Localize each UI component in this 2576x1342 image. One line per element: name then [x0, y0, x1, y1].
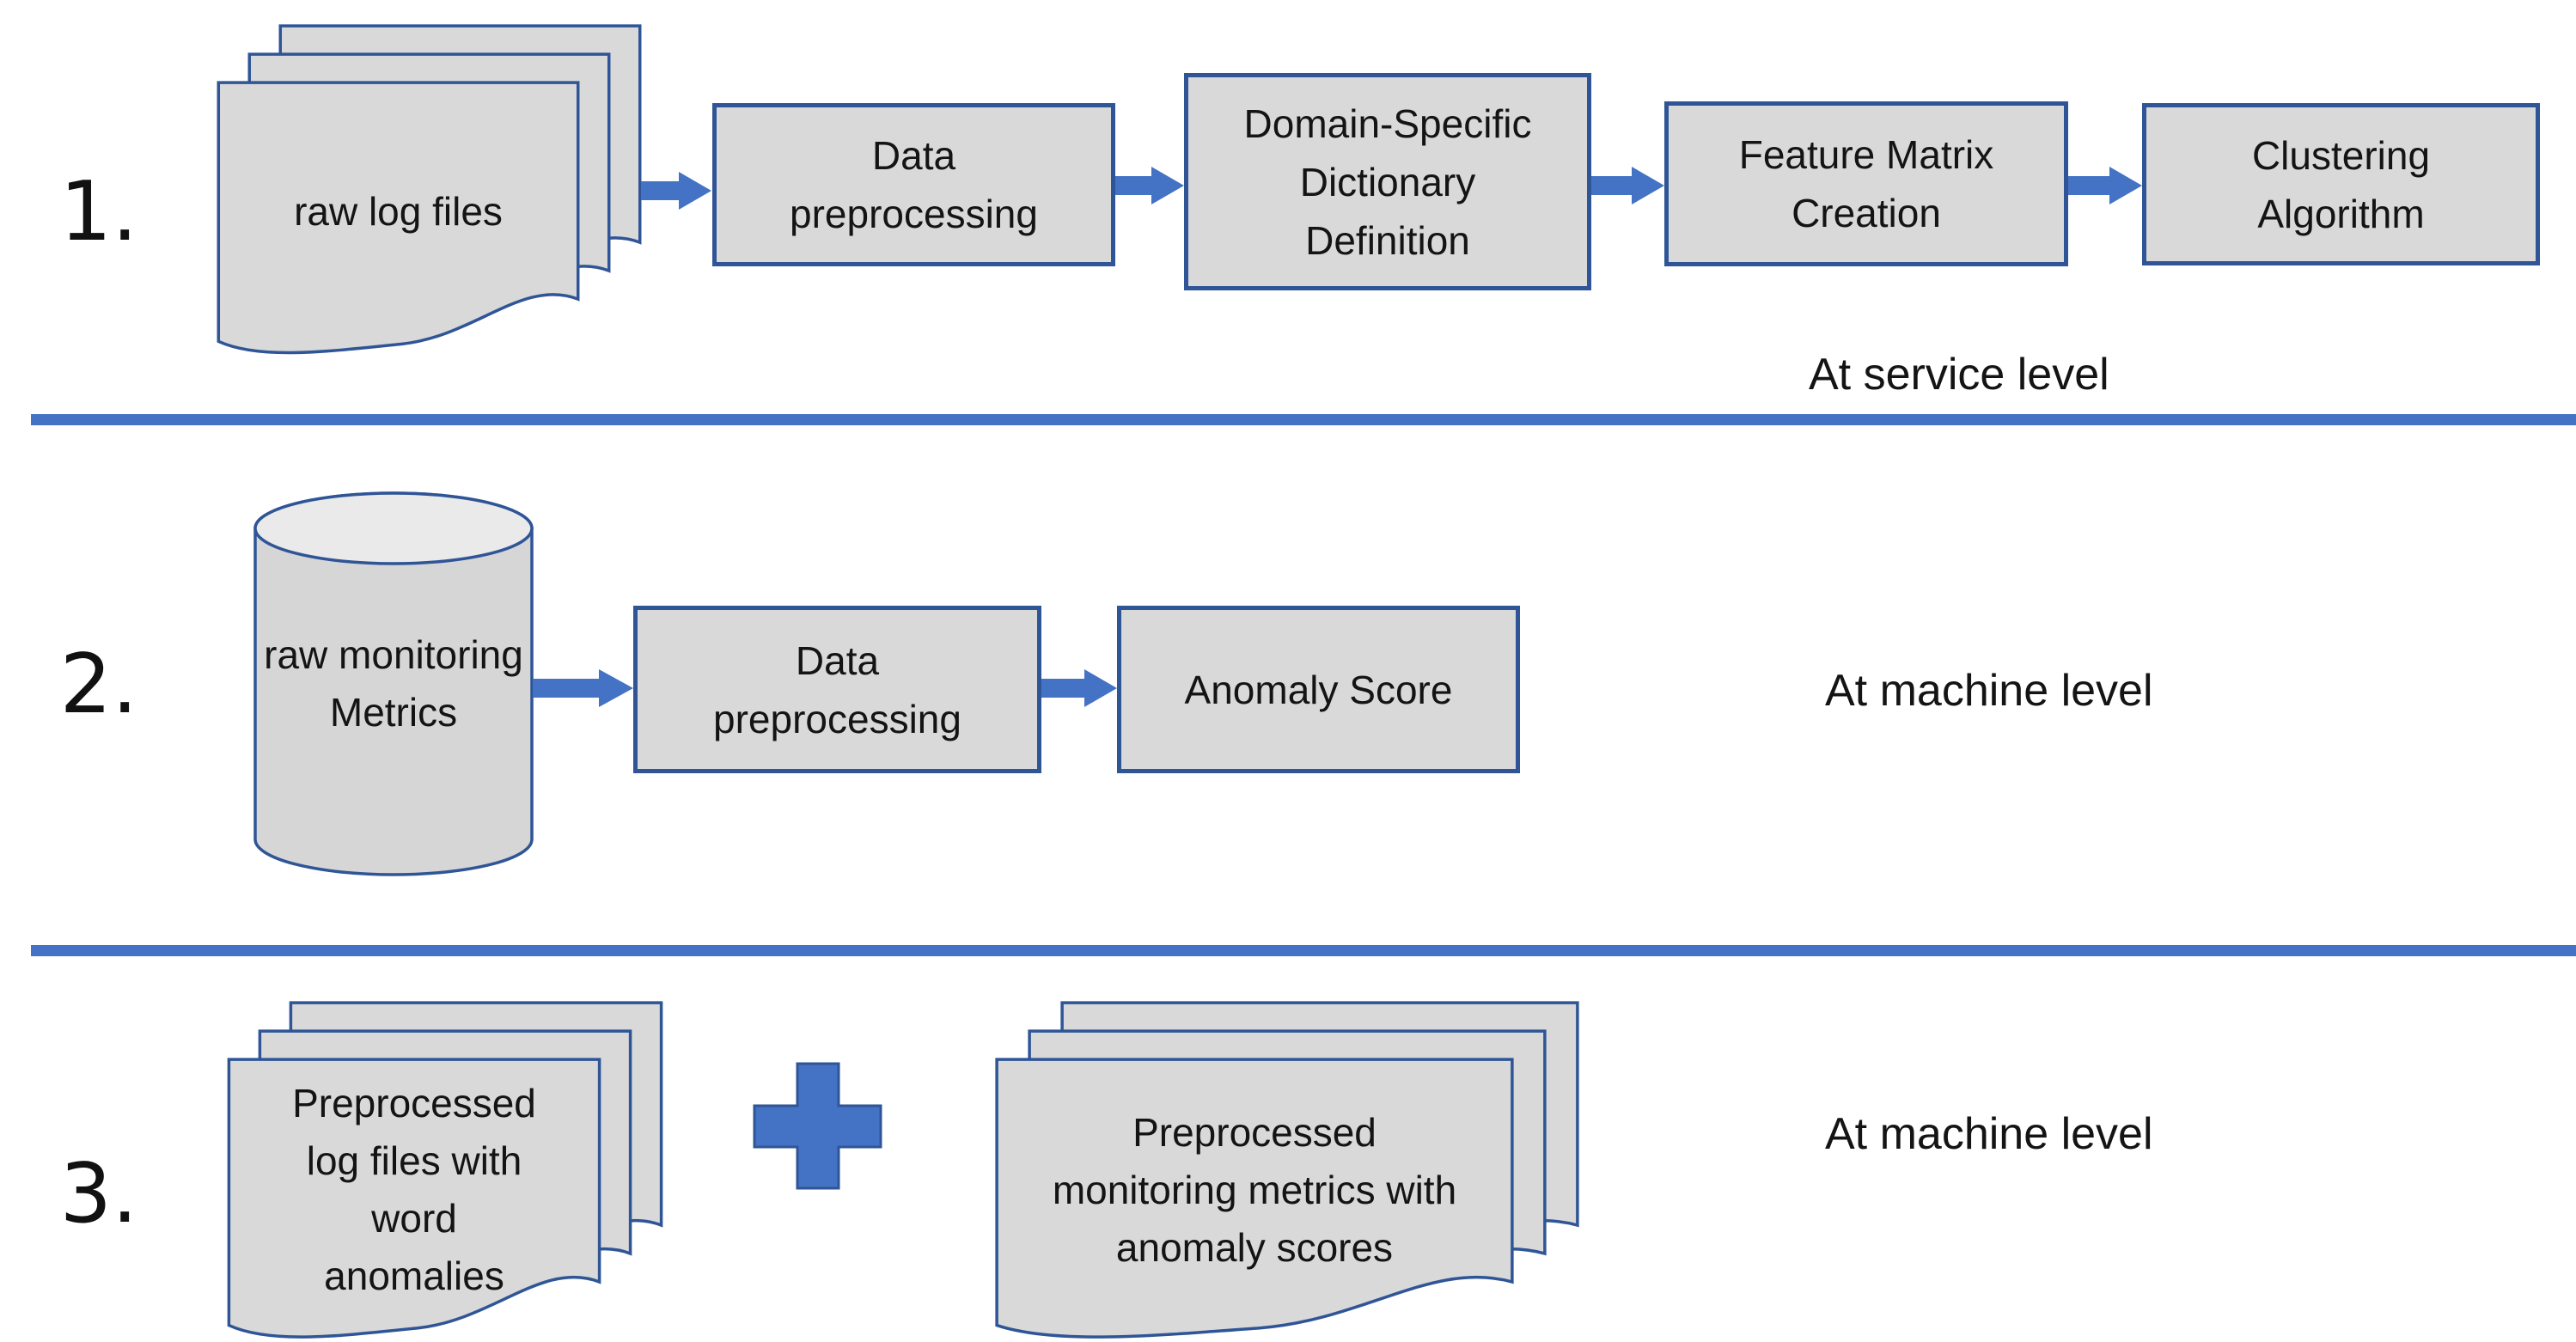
section-divider [31, 414, 2576, 425]
row-1-number: 1. [59, 165, 138, 259]
flow-arrow-icon [1115, 167, 1184, 204]
flow-arrow-icon [1041, 669, 1117, 707]
row-3-number: 3. [59, 1147, 138, 1241]
step-box-anomaly-score: Anomaly Score [1117, 606, 1520, 773]
flow-arrow-icon [1591, 167, 1664, 204]
document-front-icon [992, 1057, 1517, 1342]
document-front-icon [215, 80, 582, 365]
row-3-annotation: At machine level [1825, 1109, 2153, 1159]
step-box-data-preprocessing-1: Data preprocessing [712, 103, 1115, 266]
step-box-dictionary-definition: Domain-Specific Dictionary Definition [1184, 73, 1591, 290]
row-2-annotation: At machine level [1825, 666, 2153, 716]
step-box-clustering: Clustering Algorithm [2142, 103, 2540, 265]
step-box-data-preprocessing-2: Data preprocessing [633, 606, 1041, 773]
step-box-feature-matrix: Feature Matrix Creation [1664, 101, 2068, 266]
flow-arrow-icon [533, 669, 633, 707]
document-front-icon [225, 1057, 603, 1342]
database-cylinder-icon [253, 491, 534, 876]
flow-arrow-icon [641, 172, 711, 210]
row-2-number: 2. [59, 637, 138, 732]
section-divider [31, 945, 2576, 956]
row-1-annotation: At service level [1809, 350, 2109, 400]
plus-icon [754, 1064, 881, 1188]
flow-arrow-icon [2068, 167, 2142, 204]
